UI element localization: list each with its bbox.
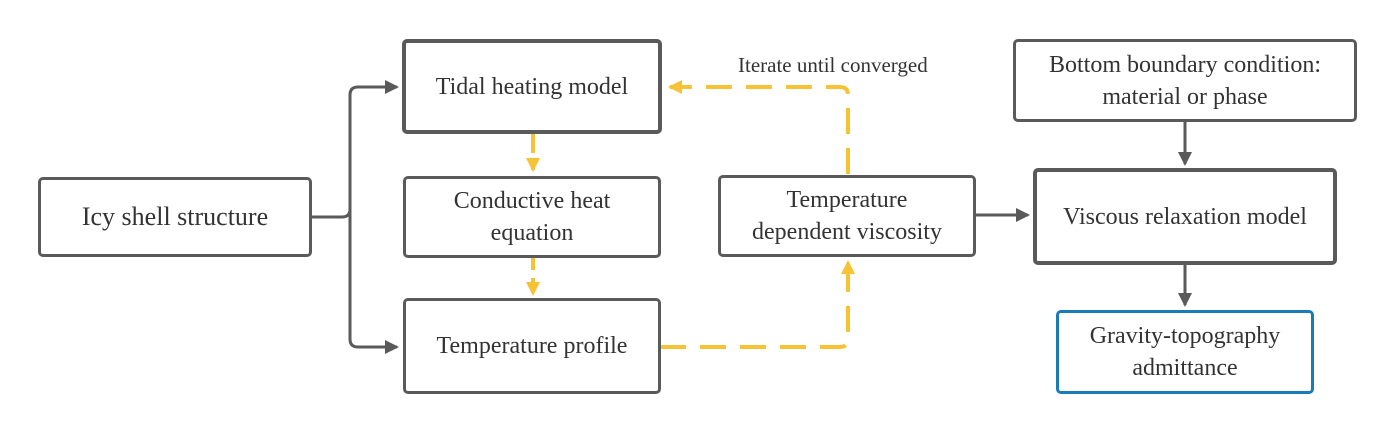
node-bottom-boundary-condition-label: Bottom boundary condition: material or p… (1049, 51, 1321, 110)
node-icy-shell-structure: Icy shell structure (38, 177, 312, 257)
connector-icy-shell-branch (312, 80, 399, 219)
node-temperature-dependent-viscosity-label: Temperature dependent viscosity (752, 187, 942, 245)
connector-icy-shell-to-temperature-profile (348, 209, 399, 354)
node-tidal-heating-model: Tidal heating model (402, 39, 662, 134)
connector-viscosity-to-tidal-loop (668, 80, 850, 174)
node-temperature-profile-label: Temperature profile (436, 333, 628, 359)
node-gravity-topography-admittance-label: Gravity-topography admittance (1089, 323, 1281, 381)
iterate-until-converged-label: Iterate until converged (738, 53, 928, 77)
node-icy-shell-structure-label: Icy shell structure (81, 202, 269, 231)
node-tidal-heating-model-label: Tidal heating model (435, 73, 629, 100)
node-temperature-profile: Temperature profile (403, 298, 661, 394)
node-gravity-topography-admittance: Gravity-topography admittance (1056, 310, 1314, 394)
node-viscous-relaxation-model: Viscous relaxation model (1033, 168, 1337, 265)
connector-profile-to-viscosity (660, 260, 855, 349)
node-conductive-heat-equation: Conductive heat equation (403, 176, 661, 258)
node-viscous-relaxation-model-label: Viscous relaxation model (1063, 203, 1307, 230)
node-temperature-dependent-viscosity: Temperature dependent viscosity (718, 175, 976, 257)
node-conductive-heat-equation-label: Conductive heat equation (453, 188, 611, 246)
node-bottom-boundary-condition: Bottom boundary condition: material or p… (1013, 39, 1357, 122)
